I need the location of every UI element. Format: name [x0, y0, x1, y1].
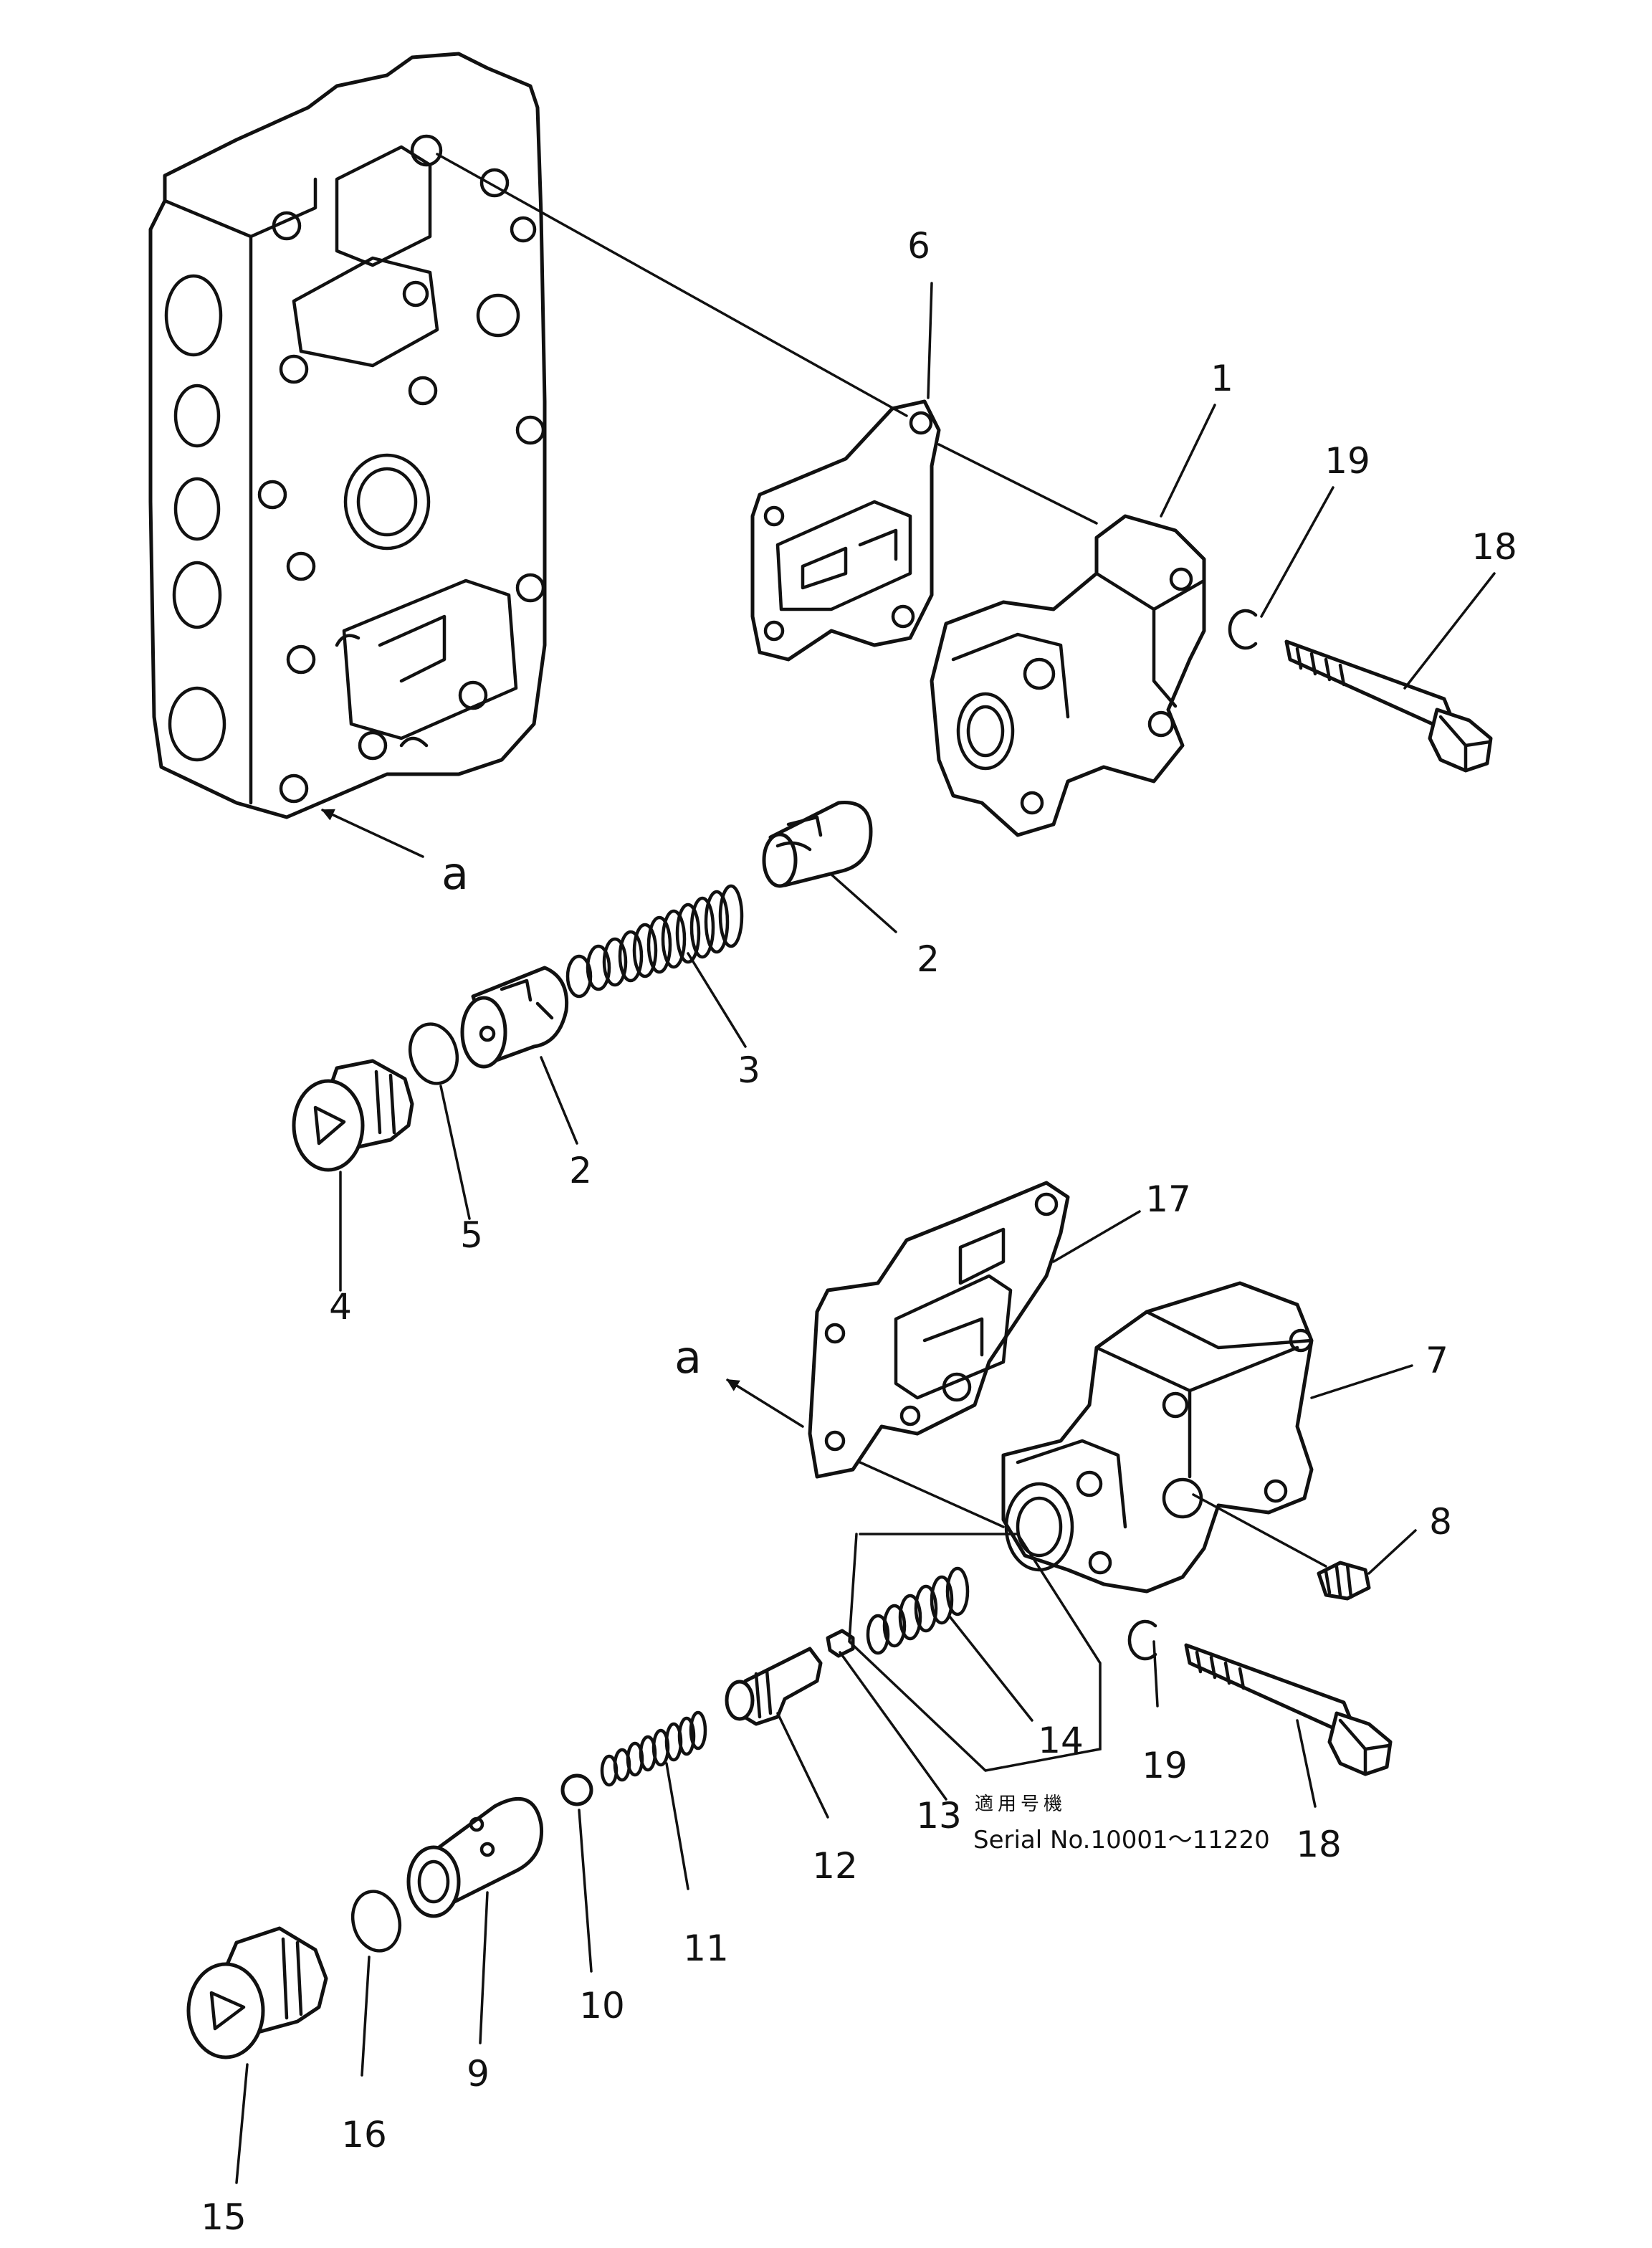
- label-17: 17: [1145, 1178, 1191, 1220]
- bolt-18-lower: [1184, 1643, 1393, 1776]
- label-12: 12: [812, 1845, 858, 1887]
- washer-19-upper: [1228, 609, 1258, 650]
- cover-7: [1001, 1281, 1314, 1594]
- plug-4: [292, 1059, 414, 1172]
- label-2-lower: 2: [569, 1150, 592, 1191]
- label-13: 13: [916, 1795, 962, 1837]
- assembly-lines: [436, 153, 1327, 1568]
- valve-12: [725, 1647, 823, 1726]
- valve-body: [148, 52, 547, 819]
- label-2-upper: 2: [917, 938, 940, 980]
- label-a-bottom: a: [674, 1331, 702, 1383]
- label-16: 16: [341, 2114, 387, 2156]
- label-15: 15: [201, 2196, 247, 2238]
- spring-11: [600, 1710, 707, 1787]
- plug-15: [186, 1926, 328, 2059]
- spring-3: [565, 884, 744, 999]
- label-19-upper: 19: [1324, 440, 1370, 482]
- o-ring-5: [408, 1022, 459, 1085]
- spring-14: [866, 1566, 970, 1655]
- ball-10: [560, 1773, 593, 1806]
- gasket-6: [750, 399, 941, 662]
- label-6: 6: [907, 225, 930, 267]
- label-8: 8: [1429, 1501, 1452, 1543]
- plug-8: [1317, 1561, 1371, 1601]
- washer-19-lower: [1127, 1619, 1157, 1661]
- o-ring-16: [350, 1890, 402, 1953]
- note-applicable: 適用号機: [975, 1794, 1066, 1815]
- note-serial: Serial No.10001～11220: [973, 1826, 1270, 1854]
- label-11: 11: [683, 1928, 729, 1969]
- label-19-lower: 19: [1142, 1745, 1188, 1786]
- label-7: 7: [1426, 1340, 1448, 1381]
- label-3: 3: [737, 1049, 760, 1091]
- label-9: 9: [467, 2053, 490, 2095]
- sleeve-2-lower: [460, 966, 569, 1069]
- label-5: 5: [460, 1214, 483, 1256]
- label-14: 14: [1038, 1720, 1084, 1761]
- label-a-top: a: [441, 847, 469, 900]
- label-18-lower: 18: [1296, 1824, 1342, 1865]
- seat-9: [406, 1796, 544, 1918]
- reference-arrow-a-top: [321, 809, 424, 858]
- cover-1: [930, 514, 1206, 837]
- pin-13: [826, 1629, 855, 1658]
- leader-lines: [235, 282, 1496, 2184]
- reference-arrow-a-bottom: [726, 1378, 804, 1428]
- bolt-18-upper: [1284, 639, 1493, 773]
- label-4: 4: [329, 1286, 352, 1328]
- serial-bracket: [848, 1533, 1102, 1772]
- gasket-17: [808, 1181, 1070, 1479]
- label-1: 1: [1211, 358, 1233, 399]
- label-18-upper: 18: [1471, 526, 1517, 568]
- label-10: 10: [579, 1985, 625, 2026]
- sleeve-2-upper: [762, 801, 873, 888]
